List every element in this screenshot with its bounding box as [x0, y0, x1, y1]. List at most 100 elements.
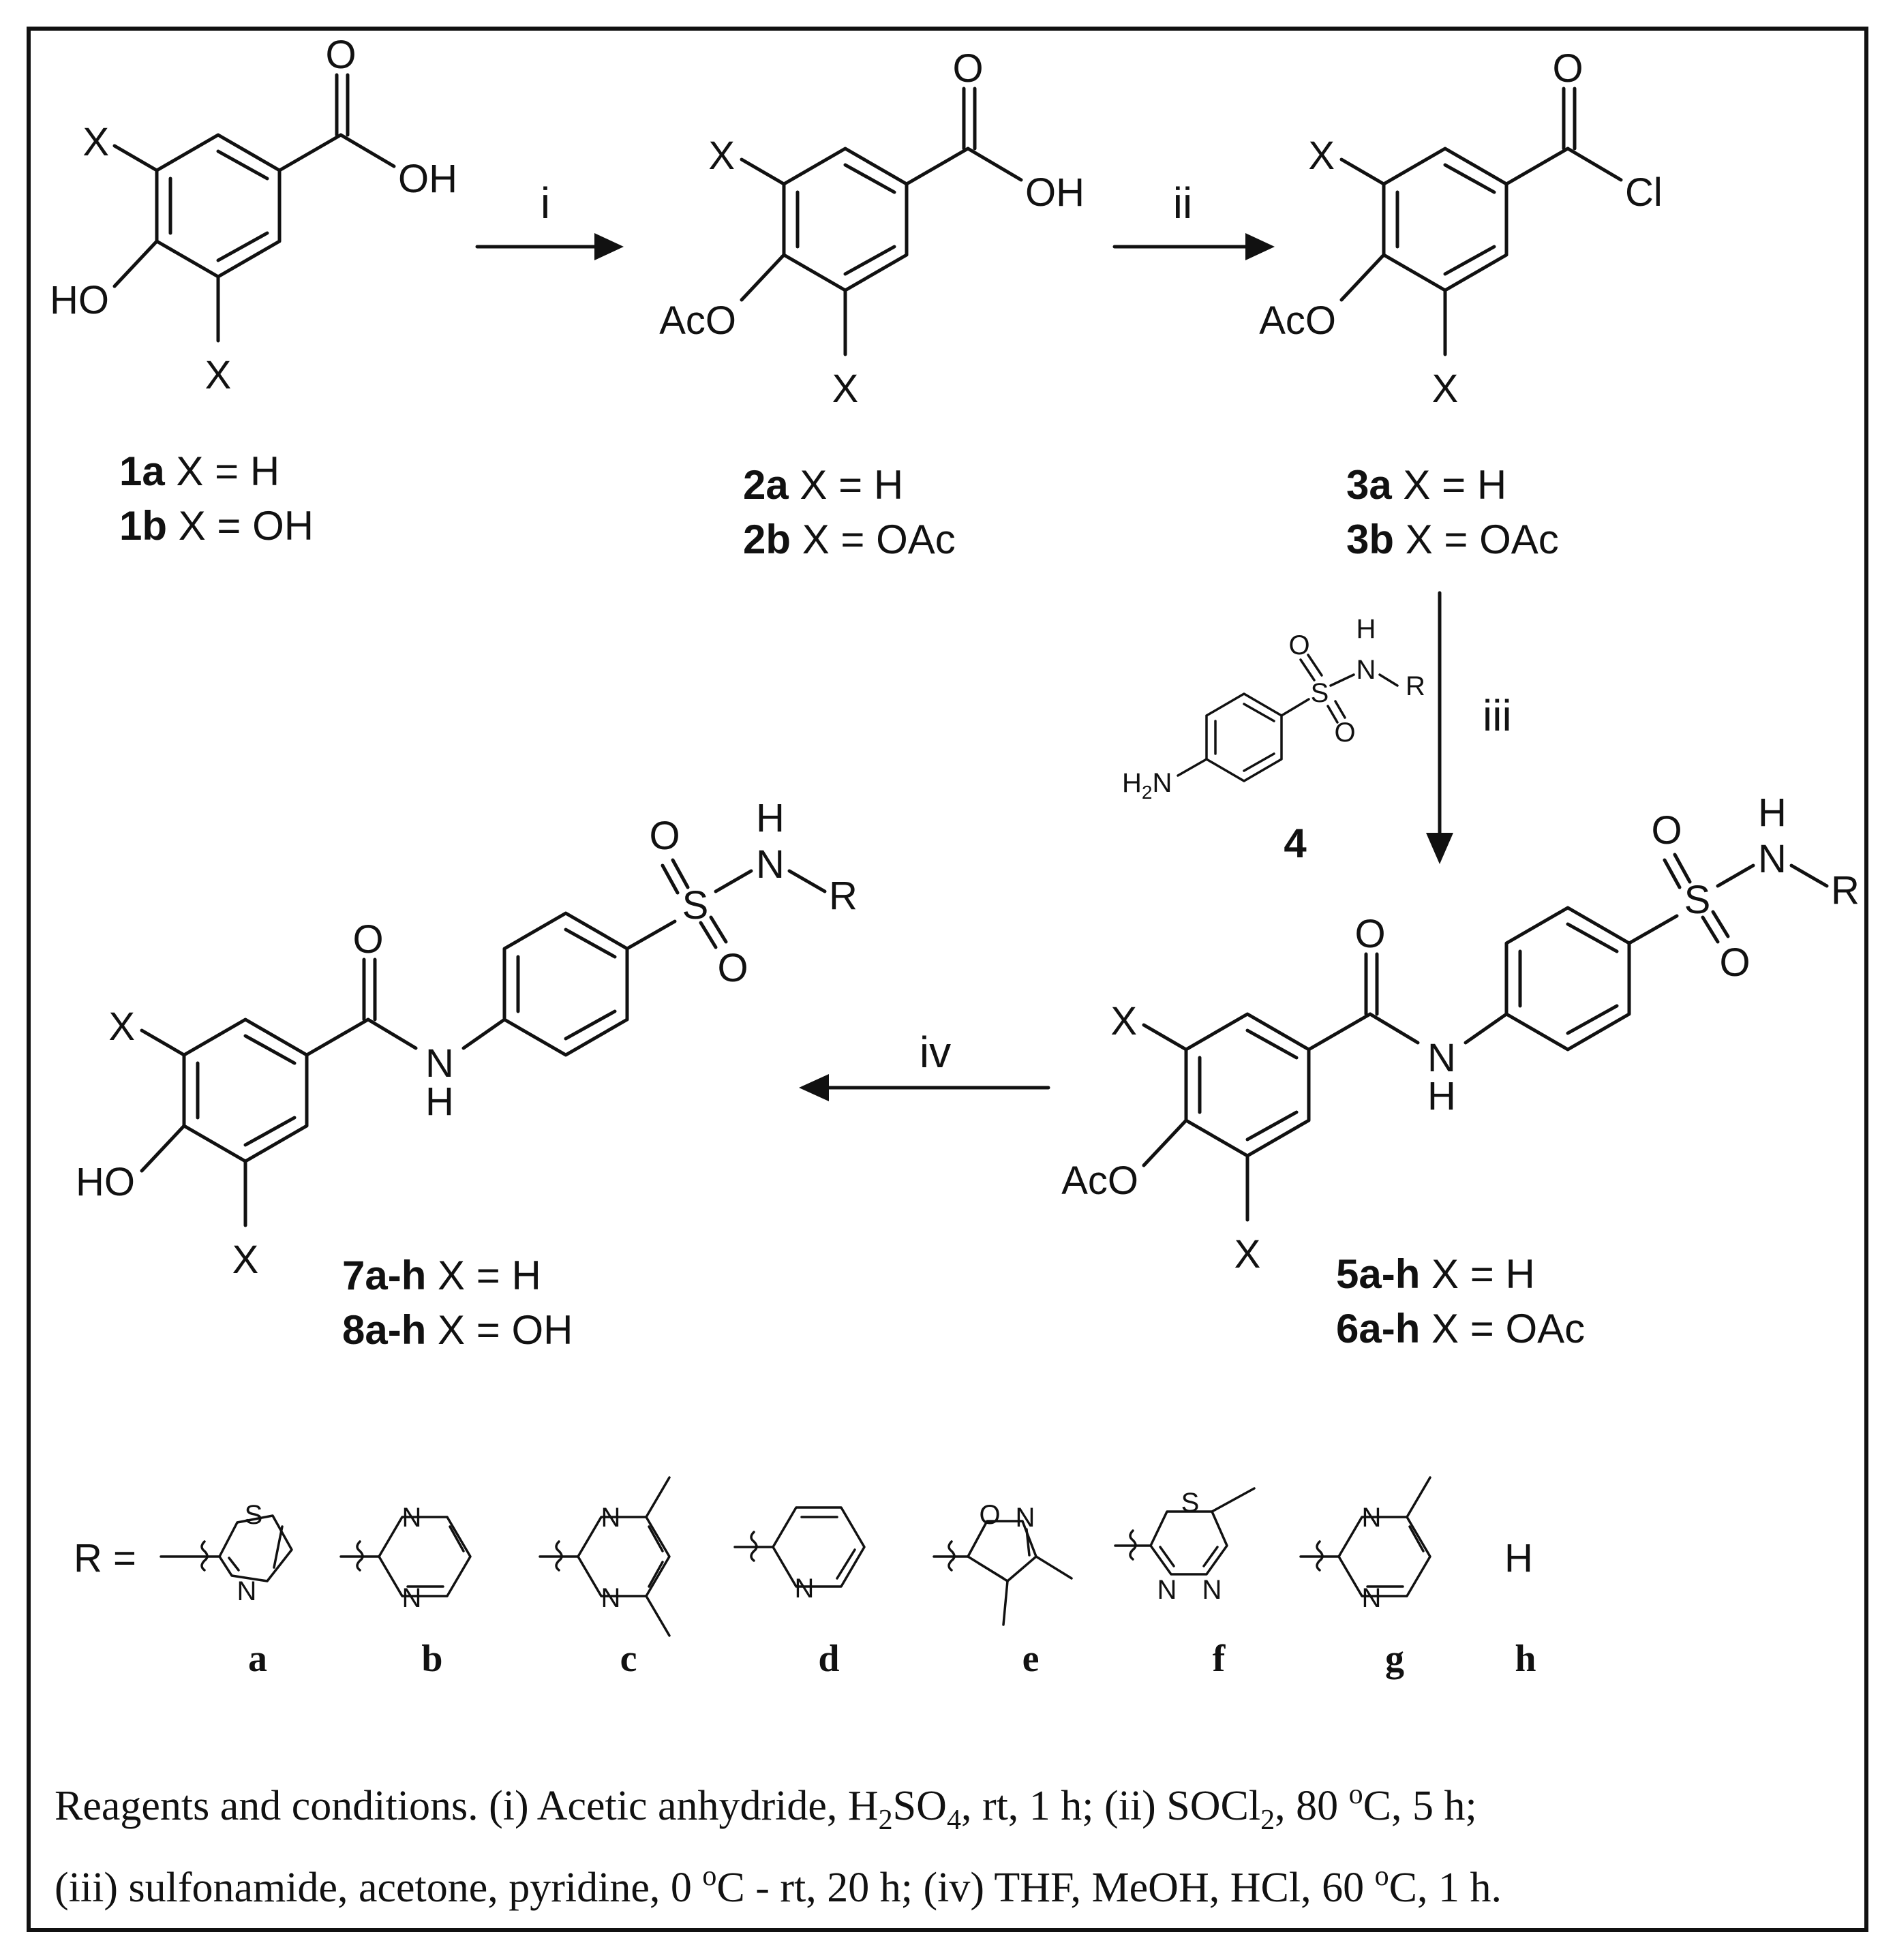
compound-1a-label: 1a X = H: [119, 448, 279, 494]
atom-chlorine: Cl: [1625, 170, 1663, 215]
step-ii-label: ii: [1173, 179, 1192, 228]
arrow-step-ii: [1112, 233, 1275, 260]
atom-nitrogen: N: [1362, 1583, 1382, 1613]
atom-nitrogen: N: [1157, 1575, 1177, 1605]
atom-sulfur: S: [1311, 678, 1329, 708]
r-group-h-value: H: [1504, 1536, 1533, 1580]
compound-2b-label: 2b X = OAc: [743, 517, 956, 562]
atom-acetoxy: AcO: [1061, 1159, 1138, 1203]
atom-nitrogen: N: [1016, 1503, 1035, 1533]
atom-x: X: [1432, 367, 1459, 411]
r-group-g-label: g: [1385, 1638, 1404, 1680]
atom-r-group: R: [829, 874, 858, 918]
atom-nitrogen: N: [402, 1503, 422, 1533]
atom-nitrogen: N: [1202, 1575, 1222, 1605]
atom-hydroxyl: HO: [50, 278, 109, 322]
atom-oxygen: O: [325, 33, 356, 77]
atom-oxygen: O: [1288, 630, 1309, 660]
compound-1-structure: O OH X HO X: [50, 33, 457, 397]
atom-hydroxyl: OH: [398, 157, 457, 201]
atom-sulfur: S: [245, 1500, 263, 1530]
r-group-h-label: h: [1515, 1638, 1536, 1680]
r-group-f-thiadiazole: S N N: [1114, 1487, 1256, 1605]
compound-4-structure: S O O H N R H2N: [1122, 614, 1425, 803]
atom-x: X: [82, 120, 109, 164]
atom-nitrogen: N: [601, 1583, 621, 1613]
atom-nitrogen: N: [237, 1576, 257, 1606]
atom-x: X: [205, 353, 232, 397]
atom-oxygen: O: [1354, 912, 1385, 956]
r-group-c-dimethylpyrimidine: N N: [539, 1476, 671, 1637]
atom-sulfur: S: [682, 883, 709, 928]
r-group-d-pyridine: N: [733, 1506, 866, 1604]
compound-1b-label: 1b X = OH: [119, 503, 314, 549]
atom-x: X: [232, 1238, 259, 1282]
atom-oxygen: O: [717, 946, 748, 990]
atom-nitrogen: N: [1356, 655, 1376, 685]
scheme-frame: [27, 27, 1868, 1932]
compound-7-label: 7a-h X = H: [342, 1253, 541, 1298]
compound-8-label: 8a-h X = OH: [342, 1307, 573, 1353]
step-iii-label: iii: [1483, 691, 1512, 740]
atom-x: X: [708, 134, 735, 178]
conditions-line-1: Reagents and conditions. (i) Acetic anhy…: [55, 1779, 1477, 1836]
atom-amino: H2N: [1122, 768, 1172, 803]
atom-oxygen: O: [352, 917, 383, 962]
r-group-e-isoxazole: O N: [933, 1500, 1073, 1626]
conditions-line-2: (iii) sulfonamide, acetone, pyridine, 0 …: [55, 1861, 1502, 1911]
atom-x: X: [108, 1005, 135, 1049]
atom-hydrogen: H: [1758, 791, 1787, 835]
r-group-d-label: d: [818, 1638, 839, 1680]
atom-oxygen: O: [952, 46, 983, 91]
atom-x: X: [1234, 1232, 1261, 1276]
compound-3b-label: 3b X = OAc: [1346, 517, 1559, 562]
r-group-g-methylpyrimidine: N N: [1299, 1476, 1431, 1613]
compound-2a-label: 2a X = H: [743, 462, 903, 508]
compound-5-6-structure: O N H S O O H N R X AcO X: [1061, 791, 1860, 1276]
atom-nitrogen: N: [756, 842, 785, 887]
atom-hydrogen: H: [425, 1079, 454, 1124]
r-group-a-label: a: [248, 1638, 267, 1680]
arrow-step-iii: [1426, 591, 1453, 864]
atom-nitrogen: N: [402, 1583, 422, 1613]
r-group-f-label: f: [1213, 1638, 1226, 1680]
r-group-e-label: e: [1022, 1638, 1040, 1680]
atom-oxygen: O: [649, 814, 680, 858]
arrow-step-i: [475, 233, 624, 260]
atom-acetoxy: AcO: [659, 298, 736, 343]
atom-acetoxy: AcO: [1259, 298, 1336, 343]
atom-sulfur: S: [1684, 878, 1711, 922]
atom-oxygen: O: [1552, 46, 1583, 91]
atom-nitrogen: N: [795, 1574, 815, 1604]
compound-2-structure: O OH X AcO X: [659, 46, 1085, 411]
step-iv-label: iv: [920, 1028, 951, 1077]
arrow-step-iv: [799, 1074, 1050, 1101]
atom-oxygen: O: [1334, 718, 1355, 748]
atom-nitrogen: N: [425, 1041, 454, 1086]
r-groups-prefix: R =: [74, 1536, 136, 1580]
compound-7-8-structure: O N H S O O H N R X HO X: [76, 796, 858, 1282]
r-group-c-label: c: [620, 1638, 637, 1680]
atom-nitrogen: N: [1758, 837, 1787, 881]
atom-x: X: [1308, 134, 1335, 178]
atom-nitrogen: N: [1362, 1503, 1382, 1533]
step-i-label: i: [541, 179, 550, 228]
atom-oxygen: O: [979, 1500, 1000, 1530]
atom-x: X: [832, 367, 859, 411]
compound-3-structure: O Cl X AcO X: [1259, 46, 1663, 411]
atom-hydroxyl: HO: [76, 1160, 135, 1204]
atom-r-group: R: [1831, 868, 1860, 913]
atom-hydrogen: H: [756, 796, 785, 840]
atom-oxygen: O: [1719, 940, 1750, 985]
atom-x: X: [1110, 999, 1137, 1043]
atom-sulfur: S: [1181, 1488, 1200, 1518]
r-group-a-thiazole: S N: [160, 1500, 293, 1606]
atom-hydroxyl: OH: [1025, 170, 1085, 215]
compound-3a-label: 3a X = H: [1346, 462, 1506, 508]
compound-5-label: 5a-h X = H: [1336, 1251, 1535, 1297]
r-group-b-pyrimidine: N N: [339, 1503, 472, 1613]
atom-oxygen: O: [1651, 808, 1682, 853]
atom-r-group: R: [1406, 671, 1425, 701]
r-group-b-label: b: [421, 1638, 442, 1680]
